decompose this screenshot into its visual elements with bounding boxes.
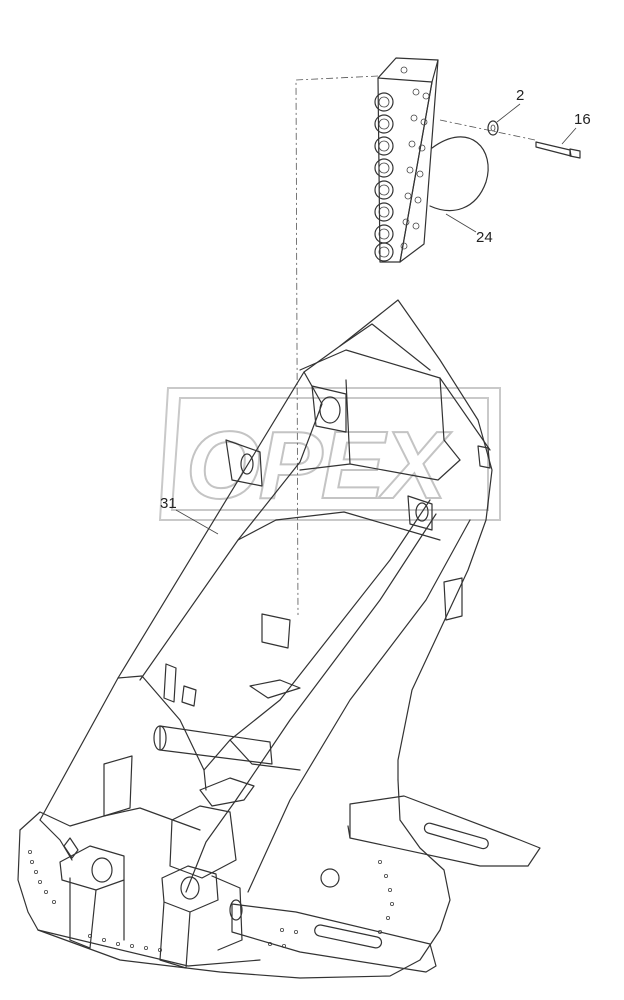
hose-loop [429, 136, 489, 212]
leader-24 [445, 213, 477, 233]
valve-ports [374, 92, 394, 262]
base-plate [17, 777, 451, 979]
outrigger-plate-lower [231, 903, 437, 973]
bracket-left [163, 663, 177, 703]
leader-2 [496, 103, 521, 123]
outrigger-plate-right [347, 795, 541, 867]
boom-frame [39, 299, 493, 893]
bolt-part [535, 141, 581, 159]
callout-24: 24 [476, 229, 493, 246]
callout-31: 31 [160, 495, 177, 512]
leader-31 [175, 509, 219, 535]
assembly-line-bolt [439, 119, 536, 141]
bracket-right [443, 577, 463, 621]
callout-16: 16 [574, 111, 591, 128]
manifold-holes [400, 88, 430, 250]
assembly-line [295, 75, 379, 616]
bolt-circle [27, 850, 394, 953]
foot-pivot-blocks [59, 837, 243, 969]
washer-part [487, 120, 499, 136]
leader-16 [561, 127, 577, 145]
pivot-pin-holes [225, 385, 491, 531]
bracket-center [261, 613, 291, 649]
valve-manifold [374, 57, 439, 263]
plate-left [103, 755, 133, 817]
watermark-logo: OPEX [158, 387, 501, 521]
callout-2: 2 [516, 87, 524, 104]
cross-tube [159, 725, 273, 765]
watermark-text: OPEX [186, 412, 452, 519]
